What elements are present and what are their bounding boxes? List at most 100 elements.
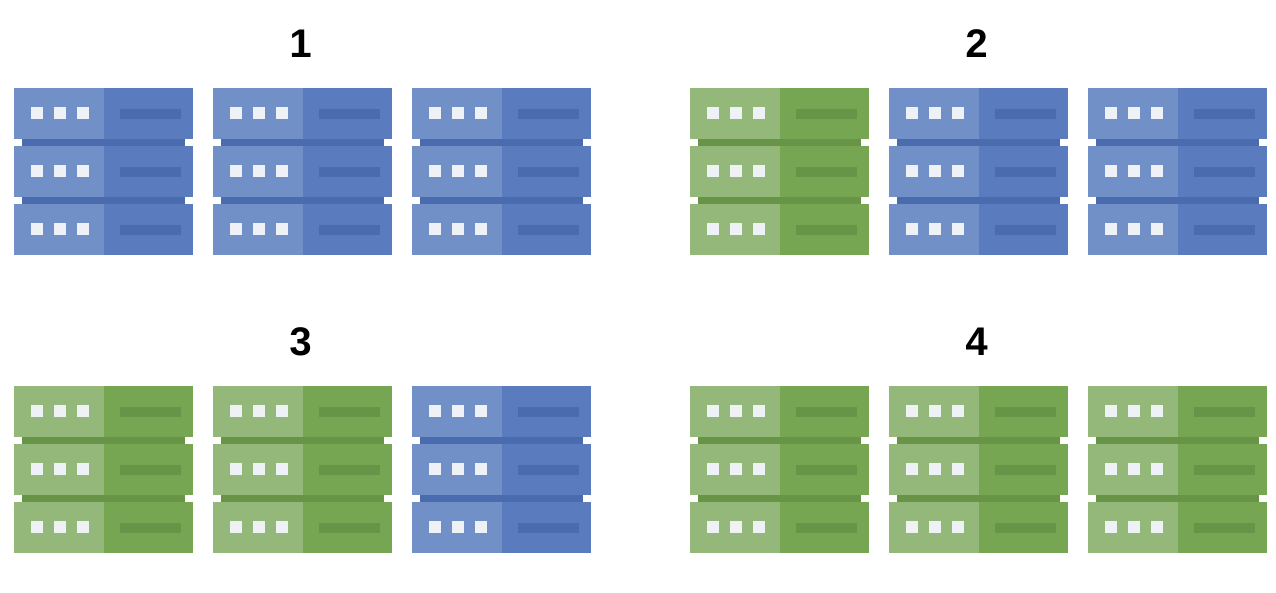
server-led-cluster (230, 405, 288, 417)
rack-unit-front-panel (1088, 204, 1178, 255)
server-led-cluster (906, 107, 964, 119)
rack-unit (14, 386, 193, 437)
server-led-indicator (929, 405, 941, 417)
server-icon[interactable] (213, 88, 392, 255)
rack-unit-drive-bay (103, 502, 193, 553)
rack-unit-front-panel (213, 88, 303, 139)
rack-separator-notch-left (213, 197, 221, 204)
server-icon[interactable] (889, 386, 1068, 553)
rack-unit-drive-bay (779, 502, 869, 553)
rack-unit (1088, 88, 1267, 139)
rack-unit-drive-bay (1177, 88, 1267, 139)
server-led-indicator (1151, 463, 1163, 475)
rack-unit-drive-slot (318, 167, 380, 177)
server-led-cluster (906, 463, 964, 475)
server-led-indicator (1105, 107, 1117, 119)
rack-unit (690, 88, 869, 139)
server-led-indicator (452, 463, 464, 475)
rack-unit-drive-slot (994, 465, 1056, 475)
server-group-label: 3 (289, 320, 312, 364)
server-led-indicator (54, 223, 66, 235)
rack-separator-notch-left (412, 495, 420, 502)
server-led-indicator (1128, 223, 1140, 235)
rack-unit-separator (889, 437, 1068, 444)
server-led-indicator (753, 521, 765, 533)
rack-unit (14, 502, 193, 553)
rack-separator-notch-right (1259, 197, 1267, 204)
rack-unit (889, 386, 1068, 437)
rack-unit (213, 502, 392, 553)
rack-unit-drive-bay (1177, 444, 1267, 495)
server-led-indicator (1128, 165, 1140, 177)
server-led-cluster (31, 165, 89, 177)
server-led-indicator (253, 107, 265, 119)
rack-separator-notch-right (1060, 139, 1068, 146)
server-led-indicator (77, 463, 89, 475)
rack-unit-drive-slot (318, 225, 380, 235)
server-icon[interactable] (412, 88, 591, 255)
rack-unit-front-panel (1088, 88, 1178, 139)
server-led-indicator (753, 463, 765, 475)
server-led-indicator (31, 165, 43, 177)
server-led-indicator (230, 165, 242, 177)
server-led-indicator (1128, 521, 1140, 533)
rack-separator-notch-left (889, 139, 897, 146)
rack-unit-front-panel (690, 146, 780, 197)
server-icon[interactable] (690, 386, 869, 553)
server-icon[interactable] (14, 386, 193, 553)
server-led-indicator (230, 405, 242, 417)
server-led-indicator (77, 107, 89, 119)
rack-unit-separator (412, 437, 591, 444)
server-icon[interactable] (213, 386, 392, 553)
server-icon[interactable] (889, 88, 1068, 255)
rack-unit-drive-slot (318, 523, 380, 533)
server-led-indicator (230, 107, 242, 119)
rack-separator-bar (22, 495, 185, 502)
rack-unit (412, 444, 591, 495)
server-led-cluster (1105, 165, 1163, 177)
rack-unit-drive-bay (302, 204, 392, 255)
rack-separator-notch-left (412, 139, 420, 146)
server-icon[interactable] (14, 88, 193, 255)
rack-unit-drive-bay (978, 88, 1068, 139)
rack-unit-drive-bay (779, 204, 869, 255)
server-led-cluster (906, 165, 964, 177)
rack-separator-notch-left (14, 495, 22, 502)
rack-unit (889, 204, 1068, 255)
server-led-cluster (906, 223, 964, 235)
server-led-cluster (31, 223, 89, 235)
server-led-cluster (230, 463, 288, 475)
rack-separator-notch-left (213, 139, 221, 146)
rack-separator-notch-left (412, 197, 420, 204)
rack-unit-drive-slot (318, 407, 380, 417)
rack-unit-front-panel (213, 146, 303, 197)
rack-unit-drive-slot (795, 167, 857, 177)
server-led-indicator (31, 405, 43, 417)
server-led-indicator (906, 107, 918, 119)
rack-unit-drive-bay (978, 204, 1068, 255)
server-icon[interactable] (412, 386, 591, 553)
rack-separator-bar (897, 495, 1060, 502)
rack-separator-bar (420, 139, 583, 146)
rack-unit-drive-bay (501, 146, 591, 197)
rack-unit-drive-bay (978, 502, 1068, 553)
server-led-indicator (253, 463, 265, 475)
rack-separator-notch-right (583, 197, 591, 204)
server-led-indicator (1151, 107, 1163, 119)
rack-unit-separator (213, 139, 392, 146)
rack-separator-notch-left (412, 437, 420, 444)
rack-separator-bar (221, 139, 384, 146)
server-icon[interactable] (1088, 88, 1267, 255)
rack-unit-drive-slot (994, 109, 1056, 119)
server-icon[interactable] (690, 88, 869, 255)
rack-separator-bar (897, 197, 1060, 204)
rack-unit-front-panel (690, 88, 780, 139)
server-led-cluster (707, 463, 765, 475)
rack-separator-notch-left (14, 139, 22, 146)
server-led-indicator (230, 521, 242, 533)
server-group: 3 (0, 298, 638, 593)
server-icon[interactable] (1088, 386, 1267, 553)
server-group: 4 (676, 298, 1276, 593)
server-led-indicator (31, 521, 43, 533)
rack-unit-front-panel (14, 204, 104, 255)
